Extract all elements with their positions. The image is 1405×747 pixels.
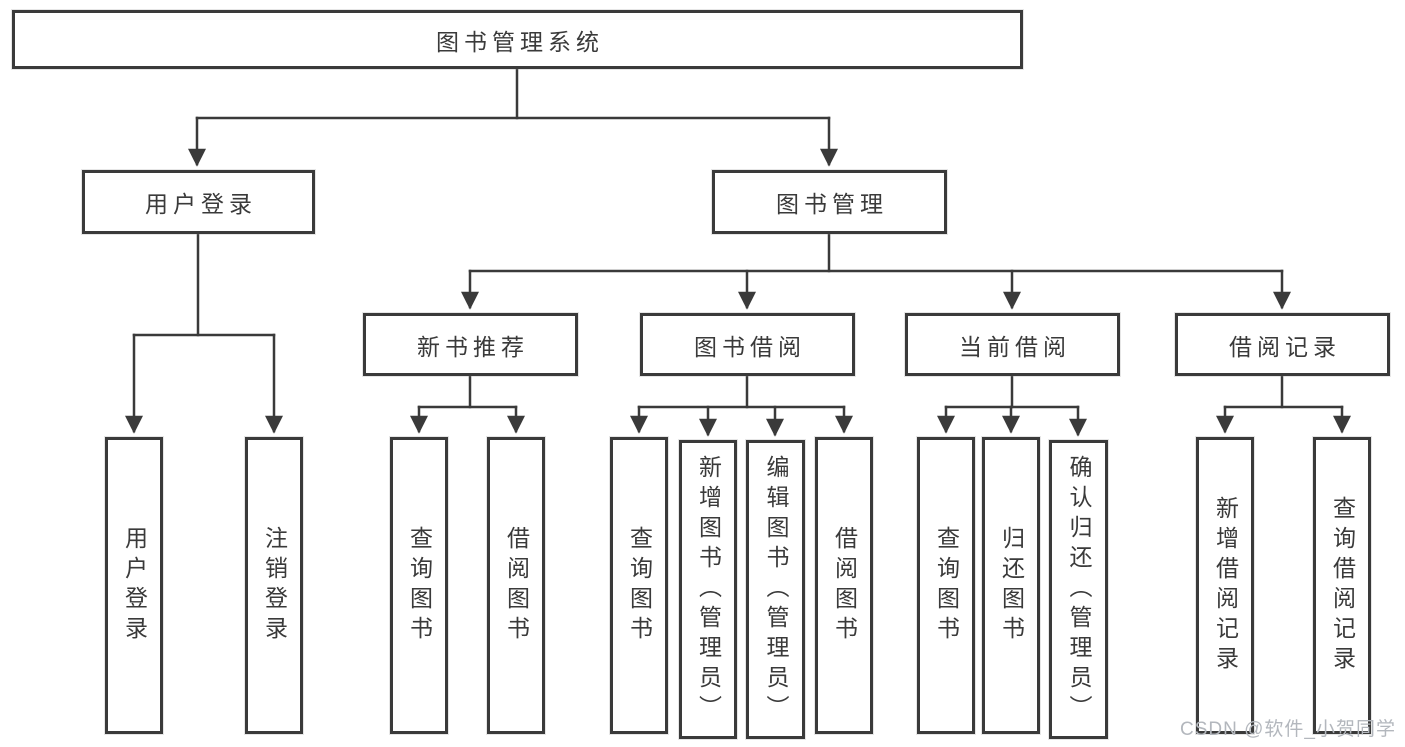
leaf-current-return-label: 归还图书 (998, 525, 1025, 646)
leaf-current-query: 查询图书 (917, 437, 975, 734)
leaf-records-query: 查询借阅记录 (1313, 437, 1371, 734)
leaf-newbooks-query-label: 查询图书 (406, 525, 433, 646)
leaf-borrow-borrow: 借阅图书 (815, 437, 873, 734)
node-book-management: 图书管理 (712, 170, 947, 234)
node-user-login: 用户登录 (82, 170, 315, 234)
leaf-logout: 注销登录 (245, 437, 303, 734)
leaf-borrow-edit-admin-label: 编辑图书（管理员） (763, 454, 789, 725)
node-new-book-recommend: 新书推荐 (363, 313, 578, 376)
leaf-records-add: 新增借阅记录 (1196, 437, 1254, 734)
leaf-logout-label: 注销登录 (261, 525, 288, 646)
leaf-records-add-label: 新增借阅记录 (1212, 495, 1239, 676)
leaf-current-confirm-admin: 确认归还（管理员） (1049, 440, 1108, 739)
node-borrow-records: 借阅记录 (1175, 313, 1390, 376)
node-book-management-label: 图书管理 (776, 191, 888, 217)
node-borrow-records-label: 借阅记录 (1229, 333, 1341, 360)
node-root: 图书管理系统 (12, 10, 1023, 69)
leaf-borrow-query: 查询图书 (610, 437, 668, 734)
leaf-borrow-borrow-label: 借阅图书 (831, 525, 858, 646)
leaf-newbooks-borrow-label: 借阅图书 (503, 525, 530, 646)
node-new-book-recommend-label: 新书推荐 (417, 333, 529, 360)
leaf-current-confirm-admin-label: 确认归还（管理员） (1066, 454, 1092, 725)
csdn-watermark: CSDN @软件_小贺同学 (1180, 719, 1396, 740)
node-current-borrow-label: 当前借阅 (959, 333, 1071, 360)
node-current-borrow: 当前借阅 (905, 313, 1120, 376)
leaf-borrow-edit-admin: 编辑图书（管理员） (746, 440, 805, 739)
leaf-records-query-label: 查询借阅记录 (1329, 495, 1356, 676)
leaf-user-login: 用户登录 (105, 437, 163, 734)
leaf-current-return: 归还图书 (982, 437, 1040, 734)
leaf-borrow-add-admin: 新增图书（管理员） (679, 440, 737, 739)
node-book-borrow-label: 图书借阅 (694, 333, 806, 360)
leaf-borrow-query-label: 查询图书 (626, 525, 653, 646)
node-root-label: 图书管理系统 (436, 28, 604, 55)
edges-group (125, 67, 1351, 437)
leaf-user-login-label: 用户登录 (121, 525, 148, 646)
leaf-current-query-label: 查询图书 (933, 525, 960, 646)
node-user-login-label: 用户登录 (145, 191, 257, 217)
leaf-newbooks-query: 查询图书 (390, 437, 448, 734)
node-book-borrow: 图书借阅 (640, 313, 855, 376)
leaf-borrow-add-admin-label: 新增图书（管理员） (695, 454, 722, 725)
leaf-newbooks-borrow: 借阅图书 (487, 437, 545, 734)
